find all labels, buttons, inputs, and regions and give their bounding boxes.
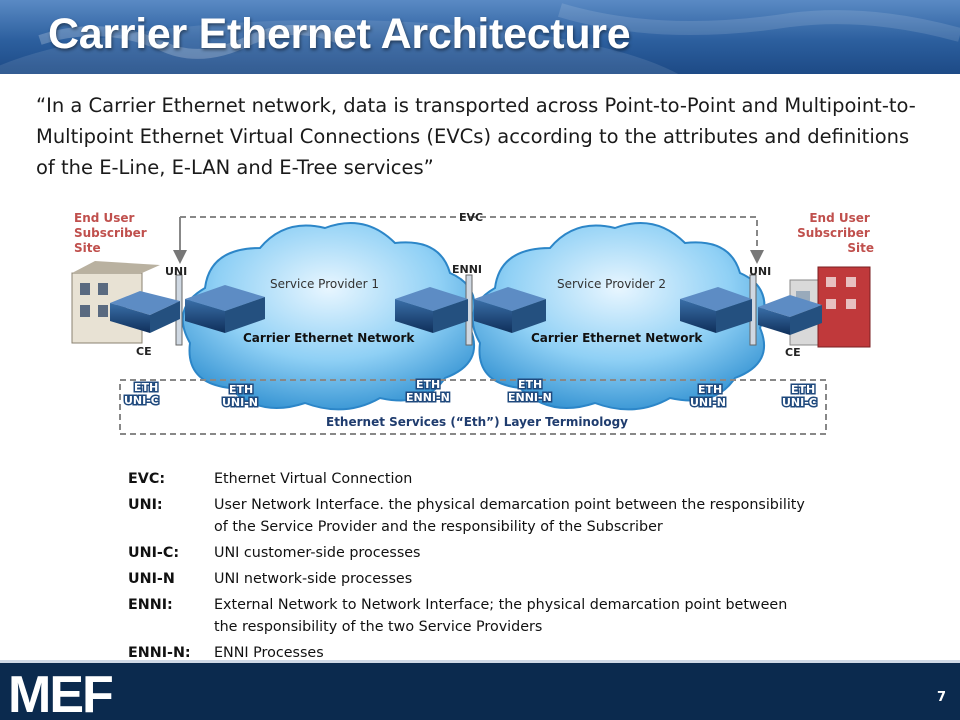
uni-label-left: UNI [165,265,187,278]
definition-desc: UNI customer-side processes [214,545,421,561]
right-site-label: End User Subscriber Site [797,211,874,255]
definition-desc: ENNI Processes [214,645,324,661]
page-title: Carrier Ethernet Architecture [48,10,631,58]
enni-label: ENNI [452,263,482,276]
sp1-label: Service Provider 1 [270,277,379,291]
architecture-diagram: EVC End User Subscriber Site End User Su… [71,211,874,435]
eth-enni-n-right: ETH ENNI-N [508,378,552,404]
switch-icon [110,291,180,333]
definition-row: EVC: Ethernet Virtual Connection [128,468,814,490]
definition-row: ENNI: External Network to Network Interf… [128,594,814,638]
svg-text:MEF: MEF [8,670,112,716]
switch-icon [474,287,546,333]
sp2-label: Service Provider 2 [557,277,666,291]
definition-row: UNI-N UNI network-side processes [128,568,814,590]
definition-term: UNI-C: [128,545,180,561]
cen-label-2: Carrier Ethernet Network [531,331,703,345]
layer-caption: Ethernet Services (“Eth”) Layer Terminol… [326,415,628,429]
switch-icon [680,287,752,333]
ce-label-right: CE [785,346,801,359]
cloud-service-provider-2 [471,222,766,411]
right-building-icon [789,266,871,348]
switch-icon [758,295,822,335]
header-banner: Carrier Ethernet Architecture [0,0,960,74]
mef-logo: MEF [8,670,114,716]
quote-text: “In a Carrier Ethernet network, data is … [36,94,916,179]
definition-desc: UNI network-side processes [214,571,413,587]
globe-graphic [0,3,960,74]
footer-bar [0,660,960,720]
definition-row: ENNI-N: ENNI Processes [128,642,814,664]
eth-enni-n-left: ETH ENNI-N [406,378,450,404]
definition-term: ENNI-N: [128,645,191,661]
page-number: 7 [936,690,946,705]
eth-uni-c-left: ETH UNI-C [124,381,162,407]
definition-row: UNI-C: UNI customer-side processes [128,542,814,564]
layer-box [119,379,827,435]
definition-term: UNI: [128,497,163,513]
definition-term: UNI-N [128,571,175,587]
definition-desc: User Network Interface. the physical dem… [214,497,805,535]
eth-uni-n-right: ETH UNI-N [690,383,726,409]
eth-uni-c-right: ETH UNI-C [782,383,819,409]
definitions-list: EVC: Ethernet Virtual Connection UNI: Us… [128,468,814,668]
definition-desc: External Network to Network Interface; t… [214,597,788,635]
eth-uni-n-left: ETH UNI-N [222,383,258,409]
evc-label: EVC [459,211,483,224]
switch-icon [395,287,468,333]
definition-term: EVC: [128,471,166,487]
switch-icon [185,285,265,333]
cen-label-1: Carrier Ethernet Network [243,331,415,345]
ce-label-left: CE [136,345,152,358]
left-site-label: End User Subscriber Site [74,211,151,255]
definition-term: ENNI: [128,597,173,613]
uni-label-right: UNI [749,265,771,278]
definition-row: UNI: User Network Interface. the physica… [128,494,814,538]
definition-desc: Ethernet Virtual Connection [214,471,413,487]
